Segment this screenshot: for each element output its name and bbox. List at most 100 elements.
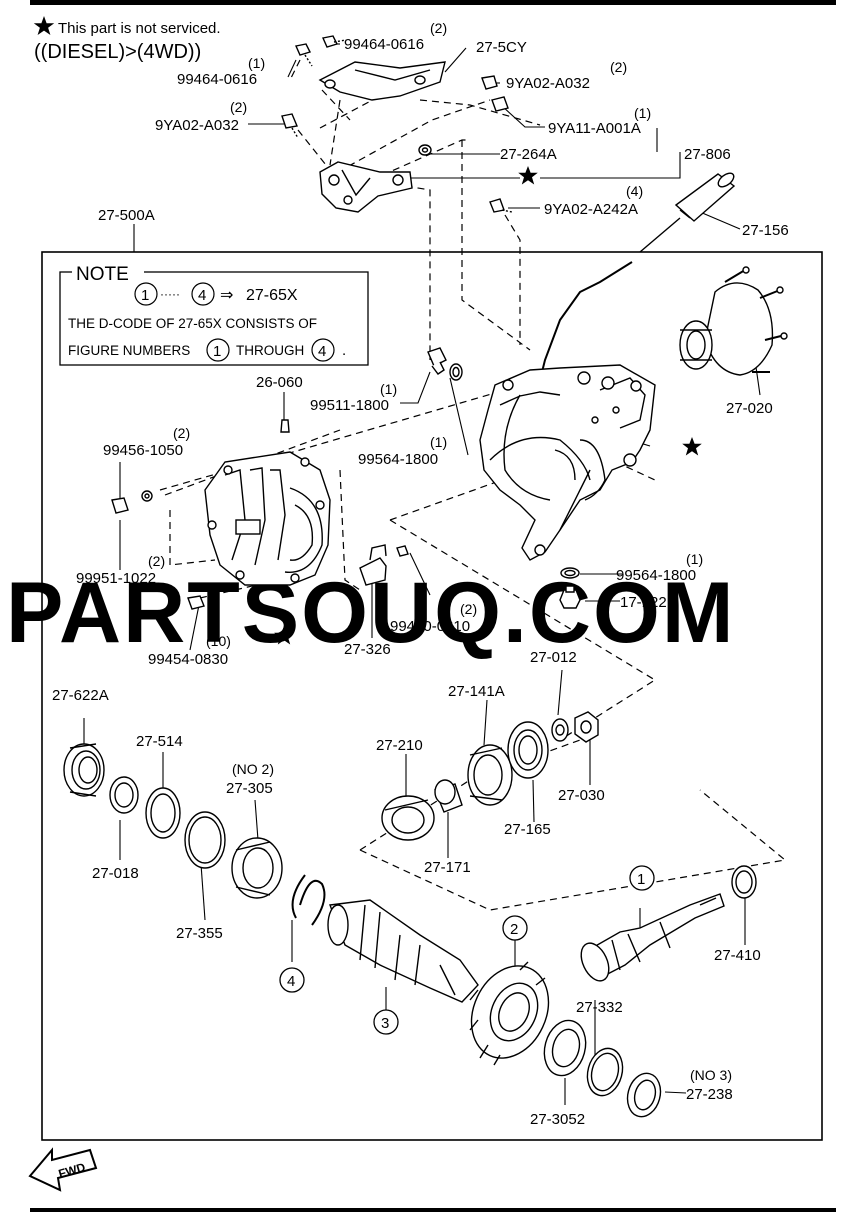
bearing-27-141A xyxy=(467,744,513,806)
figure-4-circle xyxy=(279,967,305,993)
header: This part is not serviced. ((DIESEL)>(4W… xyxy=(33,16,221,63)
bolt-99456-1050 xyxy=(111,497,129,514)
shim-27-332 xyxy=(586,1047,624,1097)
figure-1-label: 1 xyxy=(637,871,645,888)
svg-text:(NO 3): (NO 3) xyxy=(690,1067,732,1083)
svg-text:(NO 2): (NO 2) xyxy=(232,761,274,777)
bearing-cup-27-238 xyxy=(626,1072,662,1118)
plug-17-122 xyxy=(559,585,581,609)
bolt-99464-0616-top xyxy=(322,35,347,48)
label-27-326: 27-326 xyxy=(344,641,391,658)
service-note: This part is not serviced. xyxy=(58,20,221,37)
label-27-165: 27-165 xyxy=(504,821,551,838)
seal-27-165 xyxy=(507,721,549,779)
label-9YA02-A242A: 9YA02-A242A xyxy=(544,201,638,218)
label-99464-0616: 99464-0616 xyxy=(177,71,257,88)
note-title: NOTE xyxy=(76,264,129,285)
label-99564-1800: 99564-1800 xyxy=(358,451,438,468)
spacer-27-171 xyxy=(434,779,463,813)
bolt-9YA11-A001A xyxy=(491,96,509,112)
label-27-210: 27-210 xyxy=(376,737,423,754)
bracket-27-806 xyxy=(319,161,413,213)
figure-1-circle xyxy=(629,865,655,891)
label-27-030: 27-030 xyxy=(558,787,605,804)
label-99951-1022: 99951-1022 xyxy=(76,570,156,587)
star-icon xyxy=(682,437,702,456)
seal-27-410 xyxy=(731,865,757,899)
label-27-5CY: 27-5CY xyxy=(476,39,527,56)
svg-text:4: 4 xyxy=(318,343,326,360)
bearing-27-3052 xyxy=(543,1019,587,1077)
side-gear-shaft-figure-3 xyxy=(327,899,479,1003)
label-27-500A: 27-500A xyxy=(98,207,155,224)
assembly-frame xyxy=(41,251,823,1141)
seal-27-514 xyxy=(145,787,181,839)
bolt-9YA02-A032-left xyxy=(281,113,299,139)
label-27-012: 27-012 xyxy=(530,649,577,666)
label-27-806: 27-806 xyxy=(684,146,731,163)
svg-text:(1): (1) xyxy=(380,381,397,397)
bracket-27-326 xyxy=(359,544,387,586)
breather-hose-27-156 xyxy=(639,172,736,253)
svg-text:(10): (10) xyxy=(206,633,231,649)
label-27-355: 27-355 xyxy=(176,925,223,942)
label-9YA02-A032: 9YA02-A032 xyxy=(155,117,239,134)
bottom-border-bar xyxy=(30,1208,836,1212)
differential-carrier xyxy=(479,364,656,561)
bolt-99464-0616-left xyxy=(295,43,313,67)
oil-seal-27-622A xyxy=(63,743,105,797)
svg-text:(2): (2) xyxy=(148,553,165,569)
label-26-060: 26-060 xyxy=(256,374,303,391)
bearing-27-305 xyxy=(231,837,283,899)
svg-text:(1): (1) xyxy=(248,55,265,71)
svg-text:(1): (1) xyxy=(634,105,651,121)
washer-27-264A xyxy=(418,144,432,156)
variant-label: ((DIESEL)>(4WD)) xyxy=(34,41,201,63)
gasket-99564-1800-upper xyxy=(449,363,463,381)
label-27-3052: 27-3052 xyxy=(530,1111,585,1128)
label-99564-1800: 99564-1800 xyxy=(616,567,696,584)
label-27-305: 27-305 xyxy=(226,780,273,797)
note-range-to: 4 xyxy=(198,287,206,304)
bolt-99454-0830 xyxy=(187,595,205,610)
svg-text:FIGURE NUMBERS: FIGURE NUMBERS xyxy=(68,343,190,358)
svg-text:(2): (2) xyxy=(610,59,627,75)
label-27-514: 27-514 xyxy=(136,733,183,750)
label-27-018: 27-018 xyxy=(92,865,139,882)
drive-pinion-figure-1 xyxy=(580,893,725,982)
bolt-99450-0610 xyxy=(396,545,409,557)
svg-text:(1): (1) xyxy=(686,551,703,567)
svg-text:THROUGH: THROUGH xyxy=(236,343,304,358)
fwd-arrow-icon: FWD xyxy=(28,1147,98,1192)
seal-27-018 xyxy=(109,776,139,814)
note-line2: THE D-CODE OF 27-65X CONSISTS OF xyxy=(68,316,317,331)
star-icon xyxy=(274,626,294,645)
note-box: NOTE 1 ····· 4 ⇒ 27-65X THE D-CODE OF 27… xyxy=(59,262,369,366)
label-27-332: 27-332 xyxy=(576,999,623,1016)
label-27-020: 27-020 xyxy=(726,400,773,417)
svg-text:(1): (1) xyxy=(430,434,447,450)
label-27-622A: 27-622A xyxy=(52,687,109,704)
svg-text:(2): (2) xyxy=(230,99,247,115)
star-icon xyxy=(518,166,538,185)
vent-26-060 xyxy=(280,419,290,433)
figure-2-label: 2 xyxy=(510,921,518,938)
bolt-9YA02-A032-right xyxy=(481,75,498,90)
label-9YA11-A001A: 9YA11-A001A xyxy=(548,120,641,137)
figure-3-circle xyxy=(373,1009,399,1035)
label-9YA02-A032: 9YA02-A032 xyxy=(506,75,590,92)
part-labels: (2) 99464-0616 (1) 99464-0616 27-5CY (2)… xyxy=(52,20,789,1128)
note-range-target: 27-65X xyxy=(246,287,298,304)
bolt-9YA02-A242A xyxy=(489,198,513,213)
svg-text:(2): (2) xyxy=(430,20,447,36)
breather-pipe xyxy=(534,261,633,401)
gasket-99564-1800-lower xyxy=(560,567,580,579)
label-17-122: 17-122 xyxy=(620,594,667,611)
label-99464-0616: 99464-0616 xyxy=(344,36,424,53)
flange-27-020 xyxy=(679,266,788,376)
label-27-238: 27-238 xyxy=(686,1086,733,1103)
svg-text:(4): (4) xyxy=(626,183,643,199)
figure-callouts xyxy=(279,865,655,1035)
label-27-171: 27-171 xyxy=(424,859,471,876)
